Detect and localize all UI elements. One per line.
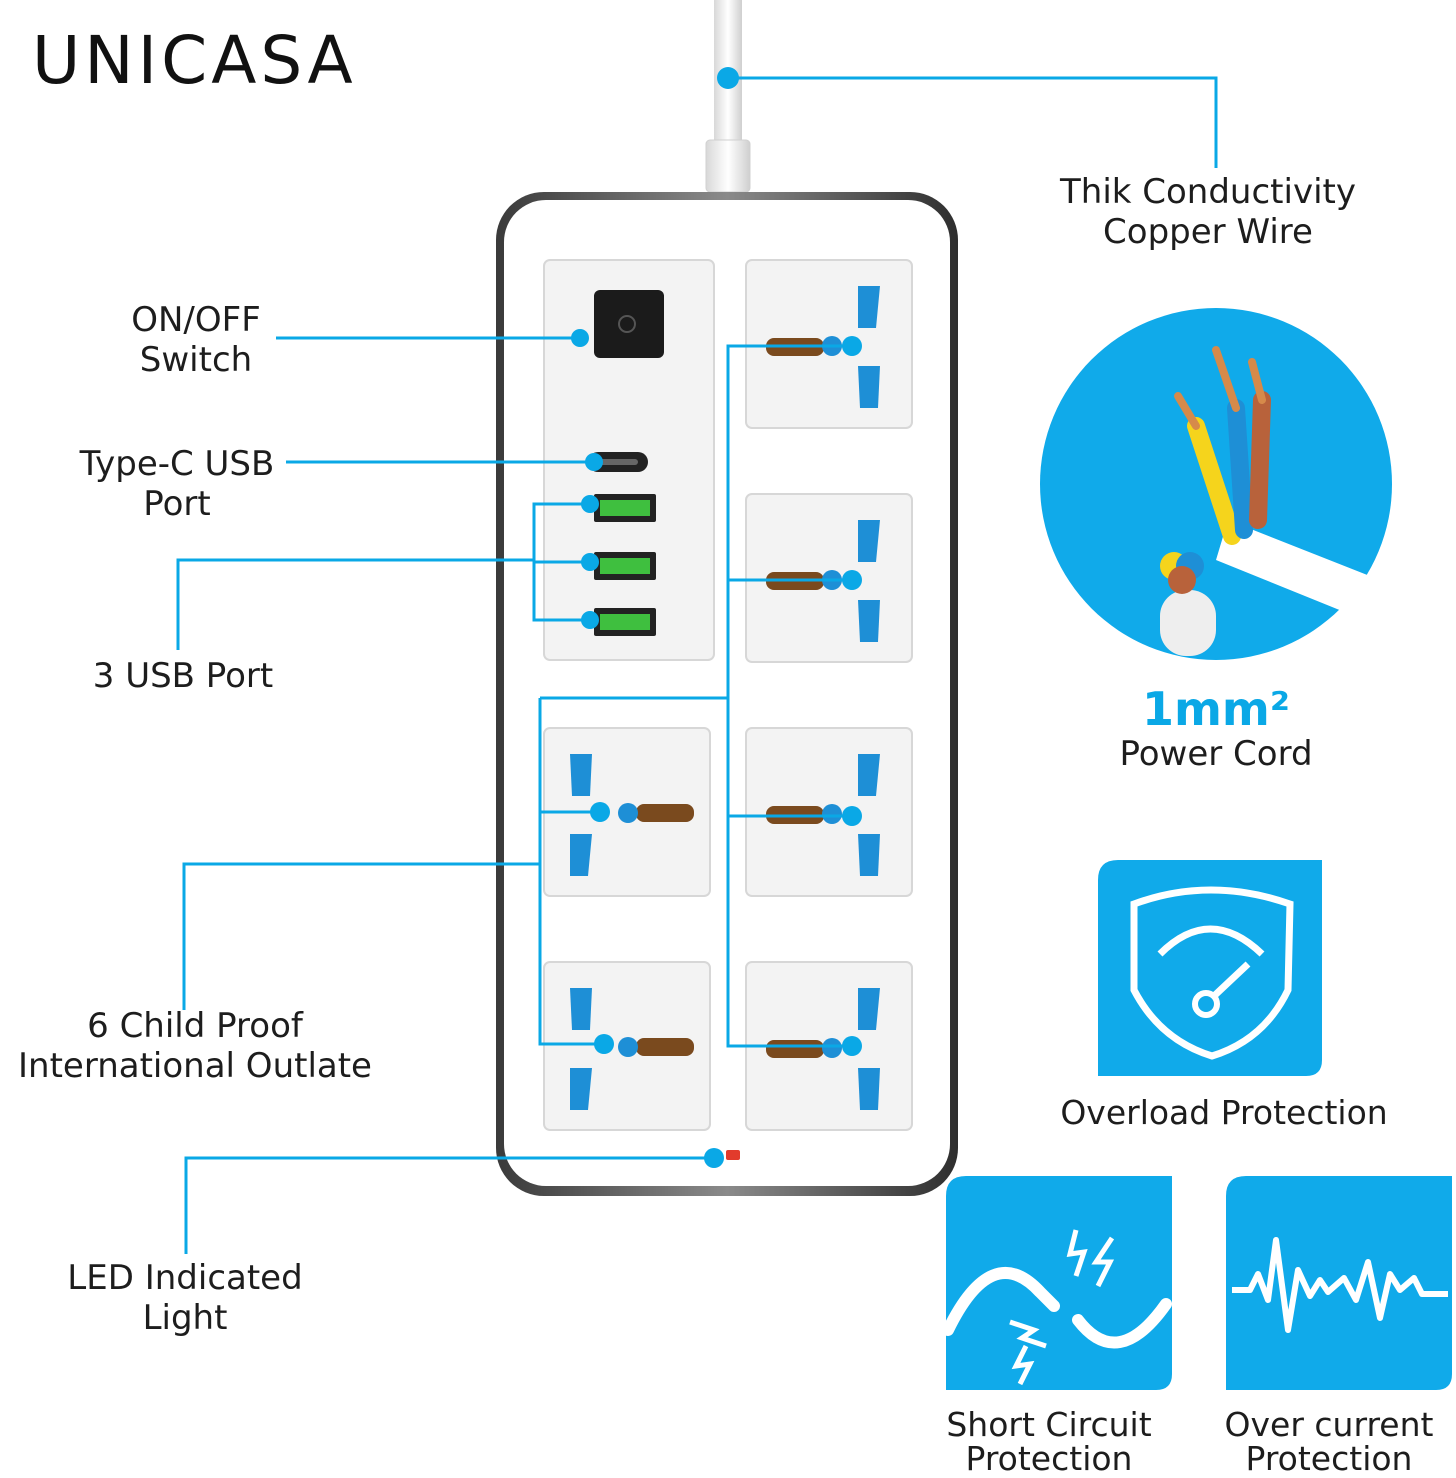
led-indicator [726, 1150, 740, 1160]
outlet-5 [543, 961, 711, 1131]
short-circuit-protection-badge [942, 1176, 1172, 1390]
callout-dots [571, 67, 862, 1168]
cord-label: Power Cord [1119, 734, 1313, 774]
power-cord-crosssection [1040, 308, 1394, 660]
outlet-1 [745, 259, 913, 429]
usb-a-port-2[interactable] [594, 552, 656, 580]
outlet-4 [745, 727, 913, 897]
on-off-switch[interactable] [594, 290, 664, 358]
usb-a-port-1[interactable] [594, 494, 656, 522]
over-current-protection-badge [1226, 1176, 1452, 1390]
cord-spec: 1mm² [1141, 682, 1291, 736]
outlet-2 [745, 493, 913, 663]
callout-lines [176, 76, 1218, 1254]
usb-a-port-3[interactable] [594, 608, 656, 636]
overload-protection-badge [1098, 860, 1322, 1076]
brand-logo: UNICASA [32, 22, 357, 99]
usb-label: 3 USB Port [92, 656, 274, 696]
overload-protection-label: Overload Protection [1060, 1093, 1388, 1132]
